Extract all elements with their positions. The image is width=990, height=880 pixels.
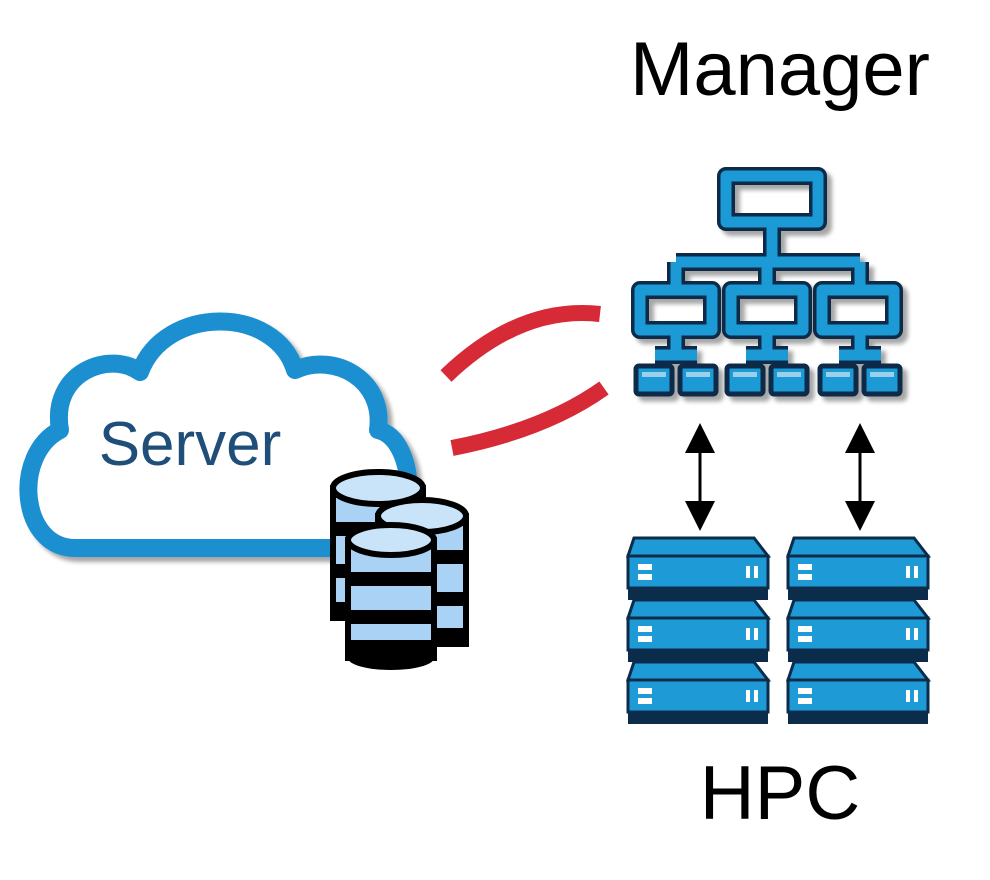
- manager-label: Manager: [630, 27, 930, 112]
- hpc-label: HPC: [699, 751, 861, 836]
- bidirectional-arrow-icon: [685, 423, 875, 531]
- server-rack-icon: [625, 536, 932, 724]
- server-label: Server: [98, 410, 282, 479]
- hierarchy-tree-icon: [631, 167, 903, 397]
- database-stack-icon: [330, 469, 469, 670]
- cloud-icon: [19, 312, 418, 557]
- wireless-link-icon: [440, 305, 609, 456]
